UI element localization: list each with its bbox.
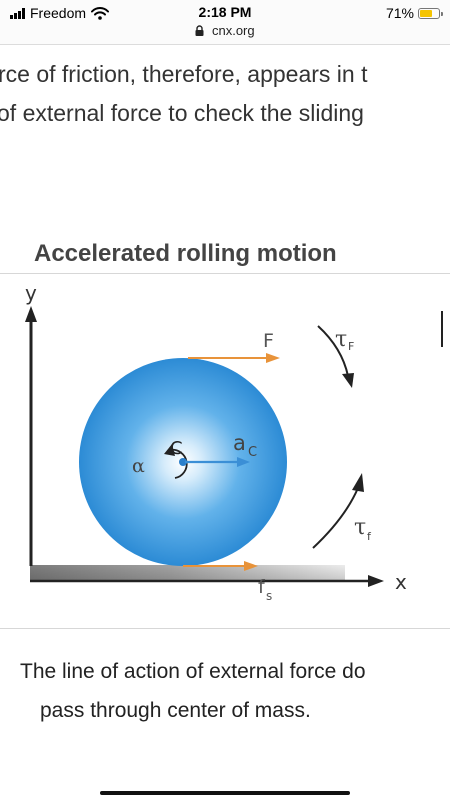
url-text: cnx.org: [211, 23, 255, 38]
figure-heading: Accelerated rolling motion: [34, 240, 337, 267]
friction-subscript: s: [266, 589, 272, 603]
x-axis-label: x: [395, 570, 407, 594]
center-label: C: [170, 438, 183, 459]
torque-f-subscript: F: [348, 340, 354, 353]
wifi-icon: [91, 6, 110, 20]
torque-friction-arrow: [312, 487, 359, 549]
y-axis-arrowhead: [25, 306, 37, 322]
status-right: 71%: [385, 5, 443, 21]
figure-top-divider: [0, 273, 450, 274]
acceleration-label: a: [233, 431, 246, 455]
torque-f-arrow: [317, 325, 349, 377]
battery-icon: [418, 7, 443, 19]
body-text-line-2: of external force to check the sliding: [0, 100, 364, 126]
figure-bottom-divider: [0, 628, 450, 629]
body-text-line-1: rce of friction, therefore, appears in t: [0, 61, 368, 87]
caption-line-1: The line of action of external force do: [20, 660, 366, 683]
acceleration-subscript: C: [248, 445, 257, 460]
address-bar[interactable]: cnx.org: [0, 23, 450, 38]
status-left: Freedom: [10, 5, 110, 21]
signal-icon: [10, 7, 25, 19]
alpha-label: α: [132, 455, 145, 477]
friction-label: f: [258, 576, 266, 598]
caption-line-2: pass through center of mass.: [40, 699, 311, 722]
status-bar: Freedom 2:18 PM cnx.org 71%: [0, 0, 450, 44]
toolbar-divider: [0, 44, 450, 45]
battery-percent: 71%: [385, 5, 414, 21]
status-time: 2:18 PM: [198, 4, 252, 20]
y-axis-label: y: [25, 281, 37, 305]
x-axis-arrowhead: [368, 575, 384, 587]
text-cursor: [441, 311, 443, 347]
torque-friction-subscript: f: [367, 530, 372, 543]
torque-friction-label: τ: [354, 515, 366, 540]
home-indicator[interactable]: [100, 791, 350, 795]
carrier-name: Freedom: [30, 5, 87, 21]
lock-icon: [195, 25, 204, 36]
torque-f-label: τ: [335, 327, 347, 352]
center-of-mass-dot: [179, 458, 187, 466]
rolling-motion-diagram: y x F f s τ F τ f α C a C: [25, 281, 407, 603]
force-f-label: F: [263, 330, 274, 352]
